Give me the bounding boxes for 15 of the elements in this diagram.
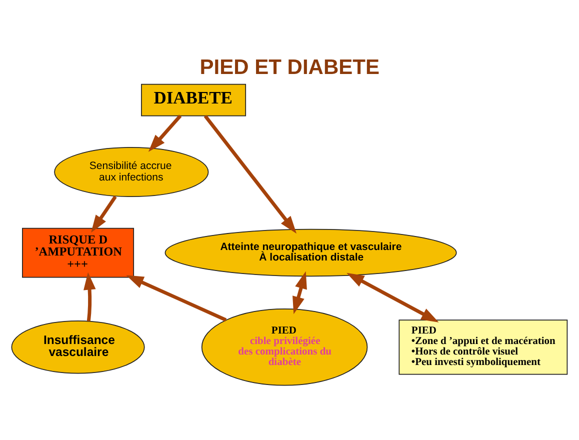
node-ellipse: Insuffisance vasculaire (11, 320, 145, 374)
arrow (292, 271, 307, 314)
node-box: RISQUE D ’AMPUTATION +++ (22, 228, 134, 278)
arrow (126, 275, 227, 322)
arrow (91, 196, 117, 233)
node-box: DIABETE (141, 84, 246, 116)
node-ellipse: Sensibilité accrue aux infections (54, 147, 209, 197)
arrow (204, 114, 297, 234)
arrow (84, 272, 96, 322)
node-ellipse: PIED cible privilégiée des complications du diabète (201, 308, 368, 386)
arrow (148, 114, 182, 152)
node-box: PIED •Zone d ’appui et de macération •Hors de contrôle visuel •Peu investi symboliquement (398, 320, 568, 375)
diagram-title: PIED ET DIABETE (200, 56, 380, 79)
node-ellipse: Atteinte neuropathique et vasculaire À localisation distale (164, 228, 457, 277)
arrow (346, 272, 439, 322)
